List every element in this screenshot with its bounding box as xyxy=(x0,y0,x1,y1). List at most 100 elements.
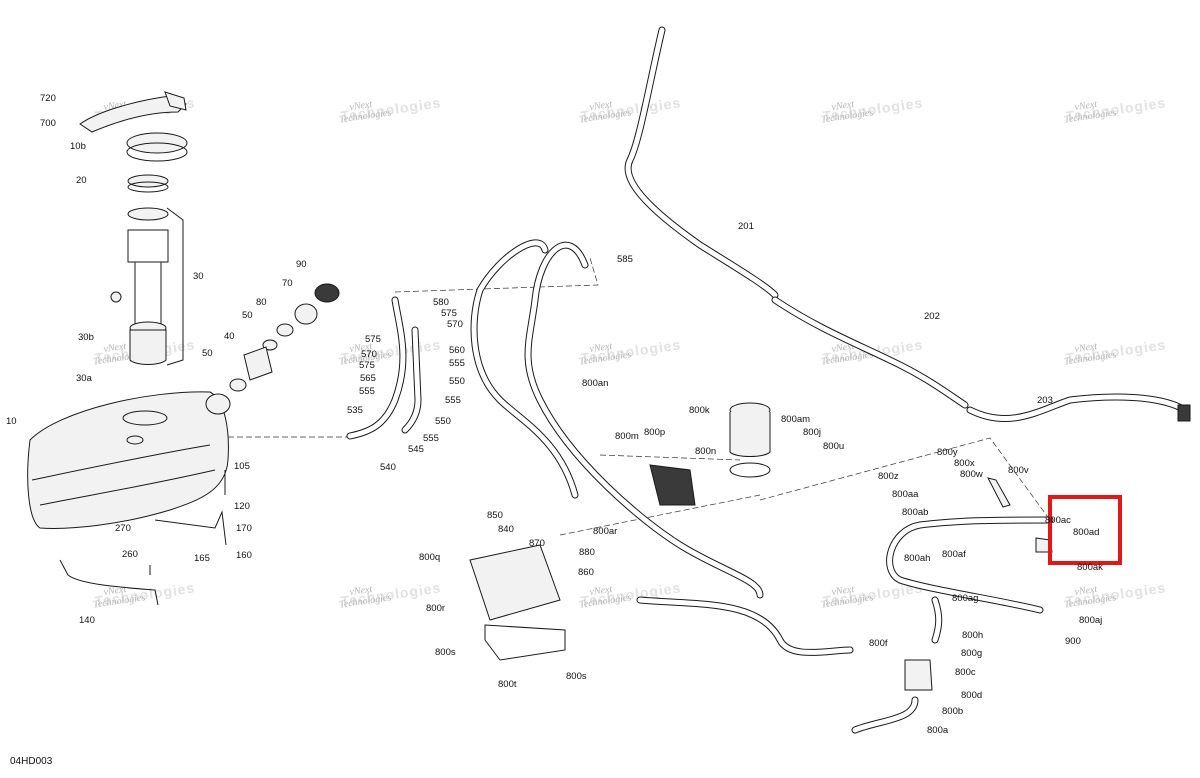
part-label-800ak: 800ak xyxy=(1077,562,1103,573)
part-label-800z: 800z xyxy=(878,471,899,482)
part-label-700: 700 xyxy=(40,118,56,129)
part-label-800s: 800s xyxy=(566,671,587,682)
part-label-570: 570 xyxy=(361,349,377,360)
part-label-30b: 30b xyxy=(78,332,94,343)
part-label-800k: 800k xyxy=(689,405,710,416)
watermark-line1: vNext xyxy=(349,584,373,598)
part-label-800am: 800am xyxy=(781,414,810,425)
part-label-565: 565 xyxy=(360,373,376,384)
watermark-line1: vNext xyxy=(589,584,613,598)
part-label-800t: 800t xyxy=(498,679,517,690)
part-label-10b: 10b xyxy=(70,141,86,152)
watermark-line1: vNext xyxy=(1074,99,1098,113)
part-label-800w: 800w xyxy=(960,469,983,480)
leader-filter-group xyxy=(759,437,1051,521)
mount-bracket xyxy=(469,544,566,661)
part-label-90: 90 xyxy=(296,259,307,270)
part-label-840: 840 xyxy=(498,524,514,535)
tank-brackets xyxy=(59,470,227,606)
filler-cap-parts xyxy=(229,283,340,392)
part-label-10: 10 xyxy=(6,416,17,427)
part-label-800aj: 800aj xyxy=(1079,615,1102,626)
leader-canister xyxy=(599,454,741,461)
part-label-900: 900 xyxy=(1065,636,1081,647)
part-label-580: 580 xyxy=(433,297,449,308)
part-label-880: 880 xyxy=(579,547,595,558)
part-label-800j: 800j xyxy=(803,427,821,438)
part-label-585: 585 xyxy=(617,254,633,265)
part-label-800ag: 800ag xyxy=(952,593,978,604)
fuel-tank xyxy=(27,391,231,529)
part-label-535: 535 xyxy=(347,405,363,416)
part-label-575: 575 xyxy=(359,360,375,371)
part-label-555: 555 xyxy=(449,358,465,369)
part-label-800g: 800g xyxy=(961,648,982,659)
watermark-line1: vNext xyxy=(589,99,613,113)
part-label-800ac: 800ac xyxy=(1045,515,1071,526)
fuel-lines xyxy=(624,26,1191,422)
part-label-40: 40 xyxy=(224,331,235,342)
part-label-800p: 800p xyxy=(644,427,665,438)
part-label-800q: 800q xyxy=(419,552,440,563)
part-label-800ab: 800ab xyxy=(902,507,928,518)
part-label-860: 860 xyxy=(578,567,594,578)
watermark-line1: vNext xyxy=(103,341,127,355)
purge-valve xyxy=(649,464,696,506)
part-label-800n: 800n xyxy=(695,446,716,457)
part-label-800b: 800b xyxy=(942,706,963,717)
part-label-800x: 800x xyxy=(954,458,975,469)
part-label-555: 555 xyxy=(359,386,375,397)
part-label-555: 555 xyxy=(423,433,439,444)
watermark-line1: vNext xyxy=(589,341,613,355)
part-label-120: 120 xyxy=(234,501,250,512)
part-label-575: 575 xyxy=(365,334,381,345)
part-label-105: 105 xyxy=(234,461,250,472)
part-label-800r: 800r xyxy=(426,603,445,614)
part-label-20: 20 xyxy=(76,175,87,186)
part-label-170: 170 xyxy=(236,523,252,534)
part-label-50: 50 xyxy=(242,310,253,321)
part-label-800af: 800af xyxy=(942,549,966,560)
part-label-870: 870 xyxy=(529,538,545,549)
part-label-850: 850 xyxy=(487,510,503,521)
part-label-165: 165 xyxy=(194,553,210,564)
part-label-80: 80 xyxy=(256,297,267,308)
watermark-line1: vNext xyxy=(831,584,855,598)
highlight-box-800ad xyxy=(1048,495,1122,565)
part-label-570: 570 xyxy=(447,319,463,330)
part-label-70: 70 xyxy=(282,278,293,289)
part-label-800v: 800v xyxy=(1008,465,1029,476)
watermark-line1: vNext xyxy=(349,341,373,355)
leader-bracket xyxy=(559,494,761,536)
part-label-30a: 30a xyxy=(76,373,93,384)
part-label-800ah: 800ah xyxy=(904,553,930,564)
part-label-550: 550 xyxy=(449,376,465,387)
leader-valve-group xyxy=(394,257,599,293)
part-label-800m: 800m xyxy=(615,431,639,442)
part-label-550: 550 xyxy=(435,416,451,427)
part-label-50: 50 xyxy=(202,348,213,359)
part-label-575: 575 xyxy=(441,308,457,319)
part-labels: 72070010b203030b30a109070805040501051202… xyxy=(6,93,1103,736)
part-label-800f: 800f xyxy=(869,638,888,649)
watermark-line1: vNext xyxy=(349,99,373,113)
part-label-140: 140 xyxy=(79,615,95,626)
part-label-203: 203 xyxy=(1037,395,1053,406)
part-label-160: 160 xyxy=(236,550,252,561)
fuel-pump-assembly xyxy=(79,91,188,366)
part-label-545: 545 xyxy=(408,444,424,455)
part-label-260: 260 xyxy=(122,549,138,560)
part-label-800ad: 800ad xyxy=(1073,527,1099,538)
diagram-code: 04HD003 xyxy=(10,756,53,767)
part-label-800h: 800h xyxy=(962,630,983,641)
part-label-30: 30 xyxy=(193,271,204,282)
